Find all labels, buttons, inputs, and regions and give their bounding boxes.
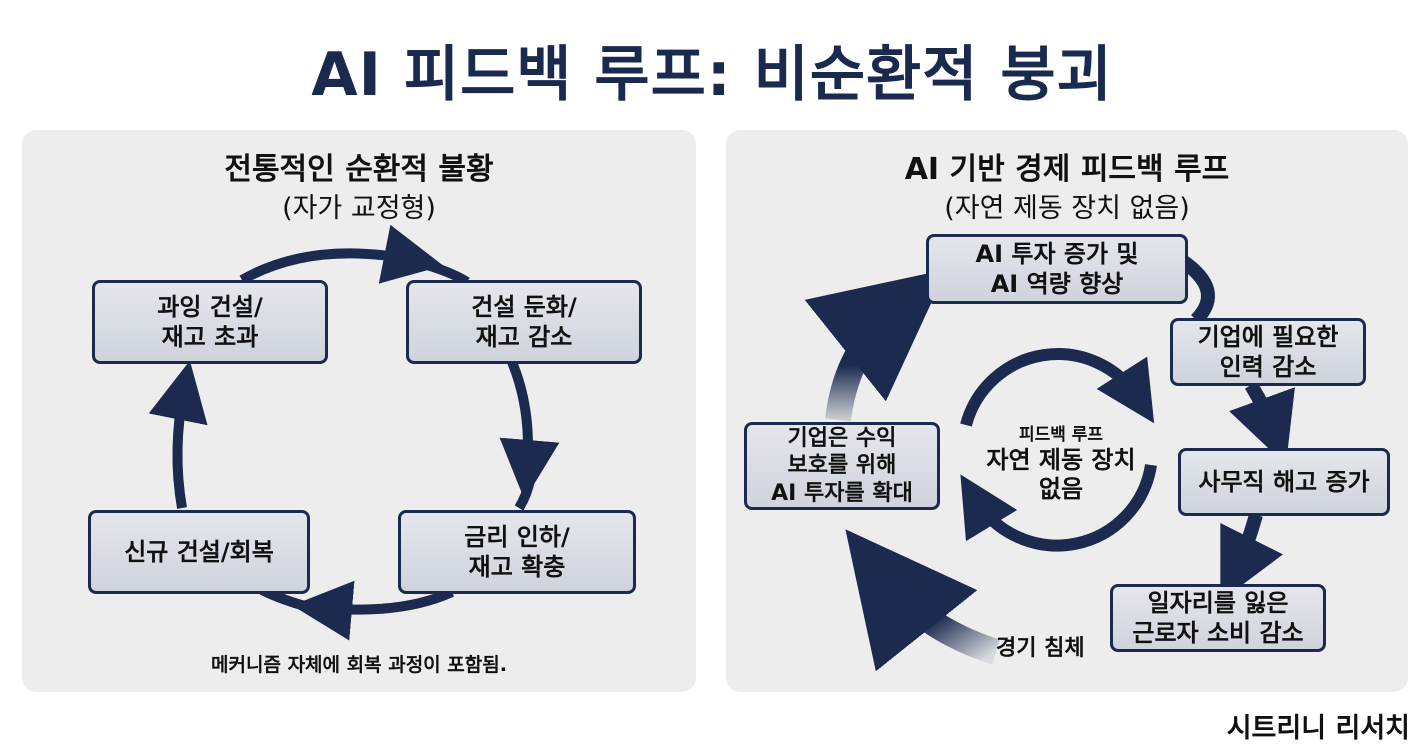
ai-loop-arrows: [804, 254, 1295, 672]
arrow-right-tail: [514, 478, 535, 511]
recession-label: 경기 침체: [996, 636, 1085, 661]
ai-loop-panel: AI 기반 경제 피드백 루프 (자연 제동 장치 없음): [726, 130, 1408, 692]
inner-loop-large-label: 자연 제동 장치 없음: [986, 446, 1136, 503]
arrow-top-tail: [415, 257, 470, 287]
cycle-arrows: [148, 224, 560, 641]
arrow-layoff-to-consumption: [1220, 513, 1283, 602]
cycle-box-slowdown: 건설 둔화/ 재고 감소: [406, 280, 642, 364]
arrow-bottom: [292, 580, 455, 641]
loop-box-layoffs: 사무직 해고 증가: [1178, 448, 1390, 516]
arrow-top: [239, 224, 444, 285]
left-footnote: 메커니즘 자체에 회복 과정이 포함됨.: [211, 654, 507, 676]
page-title: AI 피드백 루프: 비순환적 붕괴: [311, 40, 1113, 110]
arrow-invest-to-workforce: [1176, 254, 1215, 325]
right-panel-title: AI 기반 경제 피드백 루프: [904, 152, 1230, 187]
arrow-recession-to-expand: [845, 529, 1001, 672]
inner-loop-small-label: 피드백 루프: [1018, 425, 1104, 445]
arrow-right: [499, 360, 560, 500]
cycle-box-overbuild: 과잉 건설/ 재고 초과: [92, 280, 328, 364]
cycle-box-rate-cut: 금리 인하/ 재고 확충: [398, 510, 636, 594]
right-panel-subtitle: (자연 제동 장치 없음): [944, 193, 1190, 224]
arrow-left: [148, 360, 208, 509]
cycle-box-recovery: 신규 건설/회복: [88, 510, 310, 594]
loop-box-ai-investment: AI 투자 증가 및 AI 역량 향상: [926, 234, 1188, 304]
inner-loop-arrow-top: [960, 348, 1155, 427]
loop-box-expand-ai: 기업은 수익 보호를 위해 AI 투자를 확대: [744, 422, 940, 510]
left-panel-title: 전통적인 순환적 불황: [224, 152, 494, 187]
brand-label: 시트리니 리서치: [1226, 713, 1410, 744]
traditional-cycle-panel: 전통적인 순환적 불황 (자가 교정형) 과잉 건설/ 재고 초과 건설 둔화/…: [22, 130, 696, 692]
loop-box-consumption-drop: 일자리를 잃은 근로자 소비 감소: [1110, 584, 1326, 652]
loop-box-less-workforce: 기업에 필요한 인력 감소: [1170, 318, 1366, 386]
left-panel-subtitle: (자가 교정형): [282, 193, 436, 224]
arrow-workforce-to-layoff: [1229, 381, 1295, 465]
arrow-expand-to-invest: [804, 269, 947, 422]
inner-loop-arrow-bottom: [960, 464, 1157, 552]
